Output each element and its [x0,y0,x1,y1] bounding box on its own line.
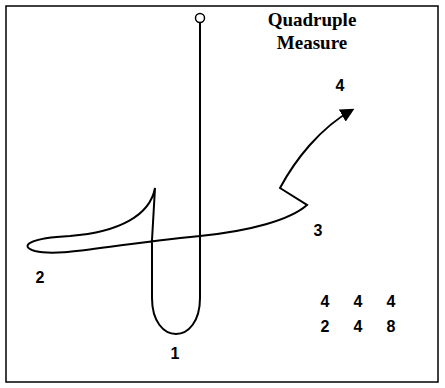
frame [6,6,438,382]
time-signature: 4 [354,319,363,335]
beat-number: 1 [171,346,180,362]
diagram-title: Quadruple Measure [252,9,372,55]
beat-number: 2 [36,270,45,286]
time-signature: 4 [387,294,396,310]
time-signature: 8 [387,319,396,335]
beat-path [28,23,352,334]
time-signature: 4 [354,294,363,310]
start-dot [196,14,205,23]
beat-number: 4 [336,78,345,94]
time-signature: 2 [321,319,330,335]
beat-number: 3 [314,223,323,239]
time-signature: 4 [321,294,330,310]
